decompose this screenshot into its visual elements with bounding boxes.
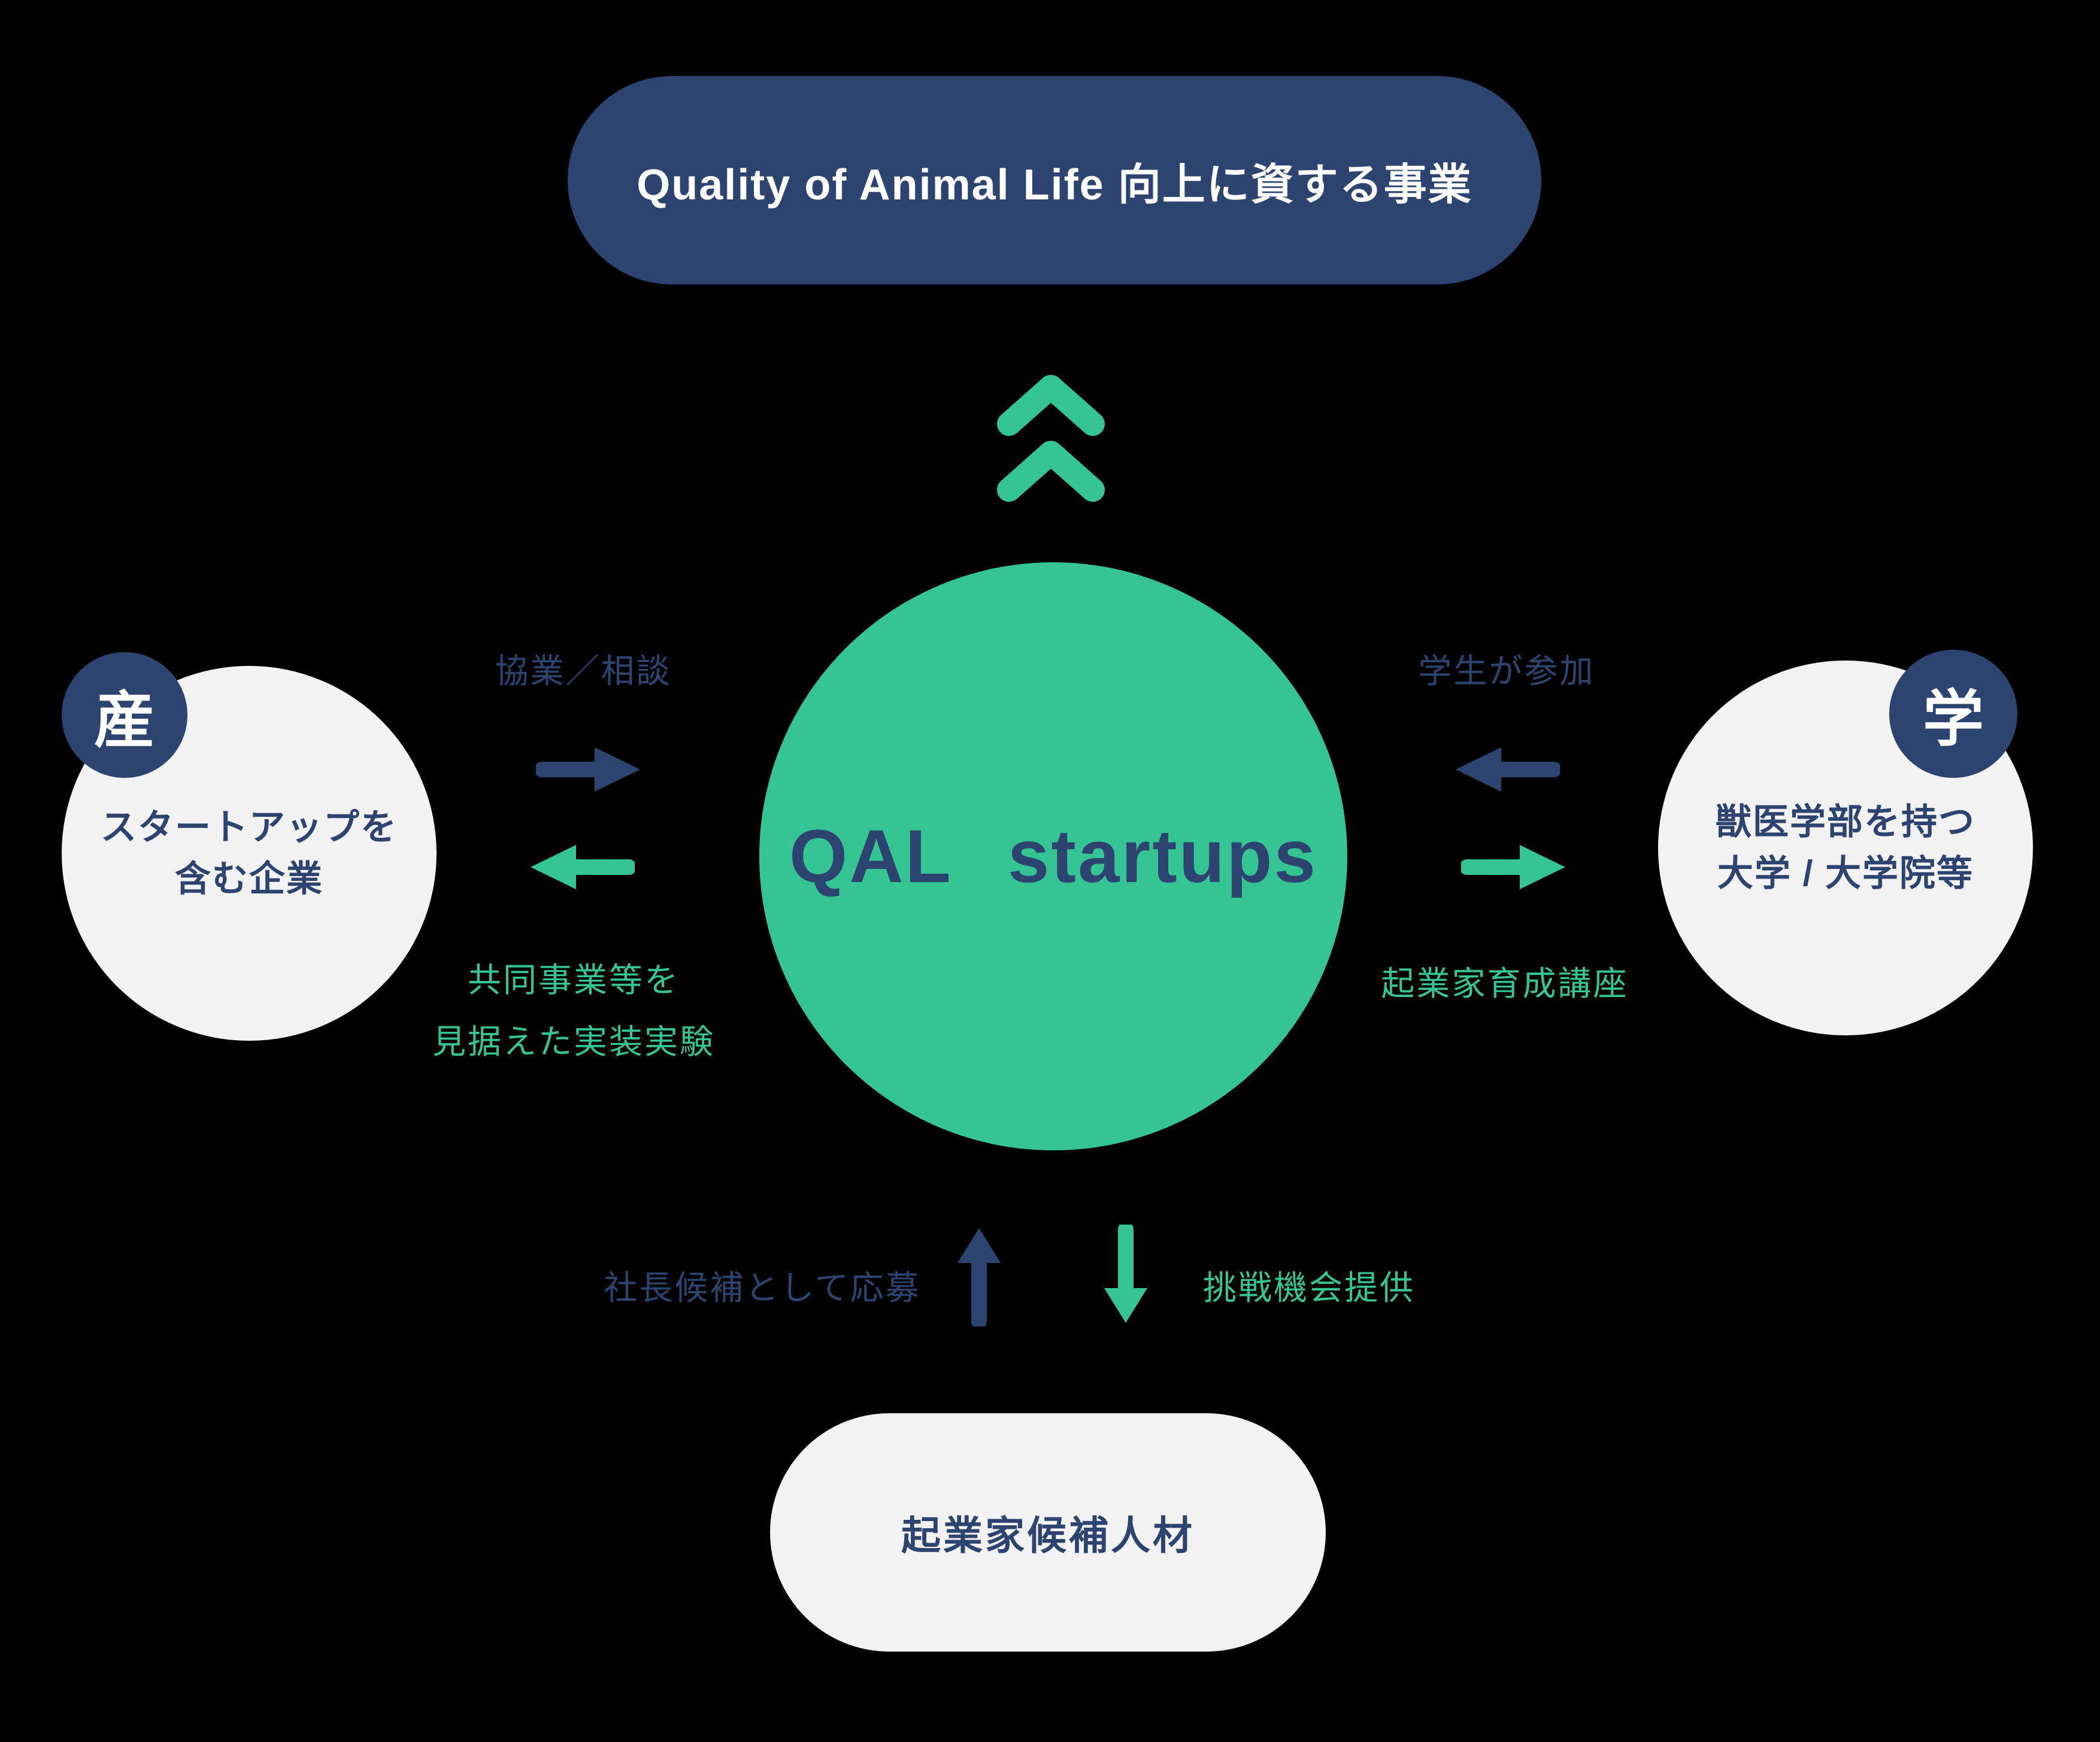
arrow-left-icon — [527, 841, 635, 893]
arrow-down-icon — [1100, 1225, 1151, 1326]
arrow-left-icon — [1452, 744, 1560, 795]
double-chevron-up-icon — [994, 364, 1108, 502]
center-to-talent-label: 挑戦機会提供 — [1203, 1269, 1415, 1307]
academia-label-line2: 大学 / 大学院等 — [1717, 853, 1974, 893]
mission-pill-label: Quality of Animal Life 向上に資する事業 — [637, 160, 1472, 209]
academia-badge: 学 — [1889, 650, 2017, 778]
industry-badge-label: 産 — [94, 686, 155, 755]
startups-label: startups — [1007, 814, 1318, 898]
academia-badge-label: 学 — [1923, 684, 1984, 753]
industry-label-line1: スタートアップを — [101, 807, 398, 847]
academia-label-line1: 獣医学部を持つ — [1716, 802, 1975, 842]
industry-to-center-label: 協業／相談 — [495, 652, 672, 690]
center-to-industry-label-line2: 見据えた実装実験 — [432, 1023, 715, 1061]
industry-label-line2: 含む企業 — [175, 859, 323, 899]
qal-startups-circle: QAL startups — [759, 562, 1347, 1150]
arrow-up-icon — [953, 1225, 1005, 1326]
center-to-industry-label: 共同事業等を 見据えた実装実験 — [394, 949, 753, 1073]
mission-pill: Quality of Animal Life 向上に資する事業 — [568, 76, 1541, 284]
arrow-right-icon — [1461, 841, 1569, 893]
center-to-academia-label: 起業家育成講座 — [1381, 965, 1629, 1002]
talent-pill-label: 起業家候補人材 — [901, 1513, 1195, 1558]
arrow-right-icon — [536, 744, 644, 795]
center-to-industry-label-line1: 共同事業等を — [468, 961, 680, 999]
qal-label: QAL — [789, 814, 953, 898]
academia-to-center-label: 学生が参加 — [1418, 652, 1595, 690]
talent-to-center-label: 社長候補として応募 — [604, 1269, 921, 1307]
talent-pill: 起業家候補人材 — [770, 1413, 1326, 1652]
qal-startups-wordmark: QAL startups — [789, 814, 1317, 899]
industry-badge: 産 — [62, 652, 187, 778]
